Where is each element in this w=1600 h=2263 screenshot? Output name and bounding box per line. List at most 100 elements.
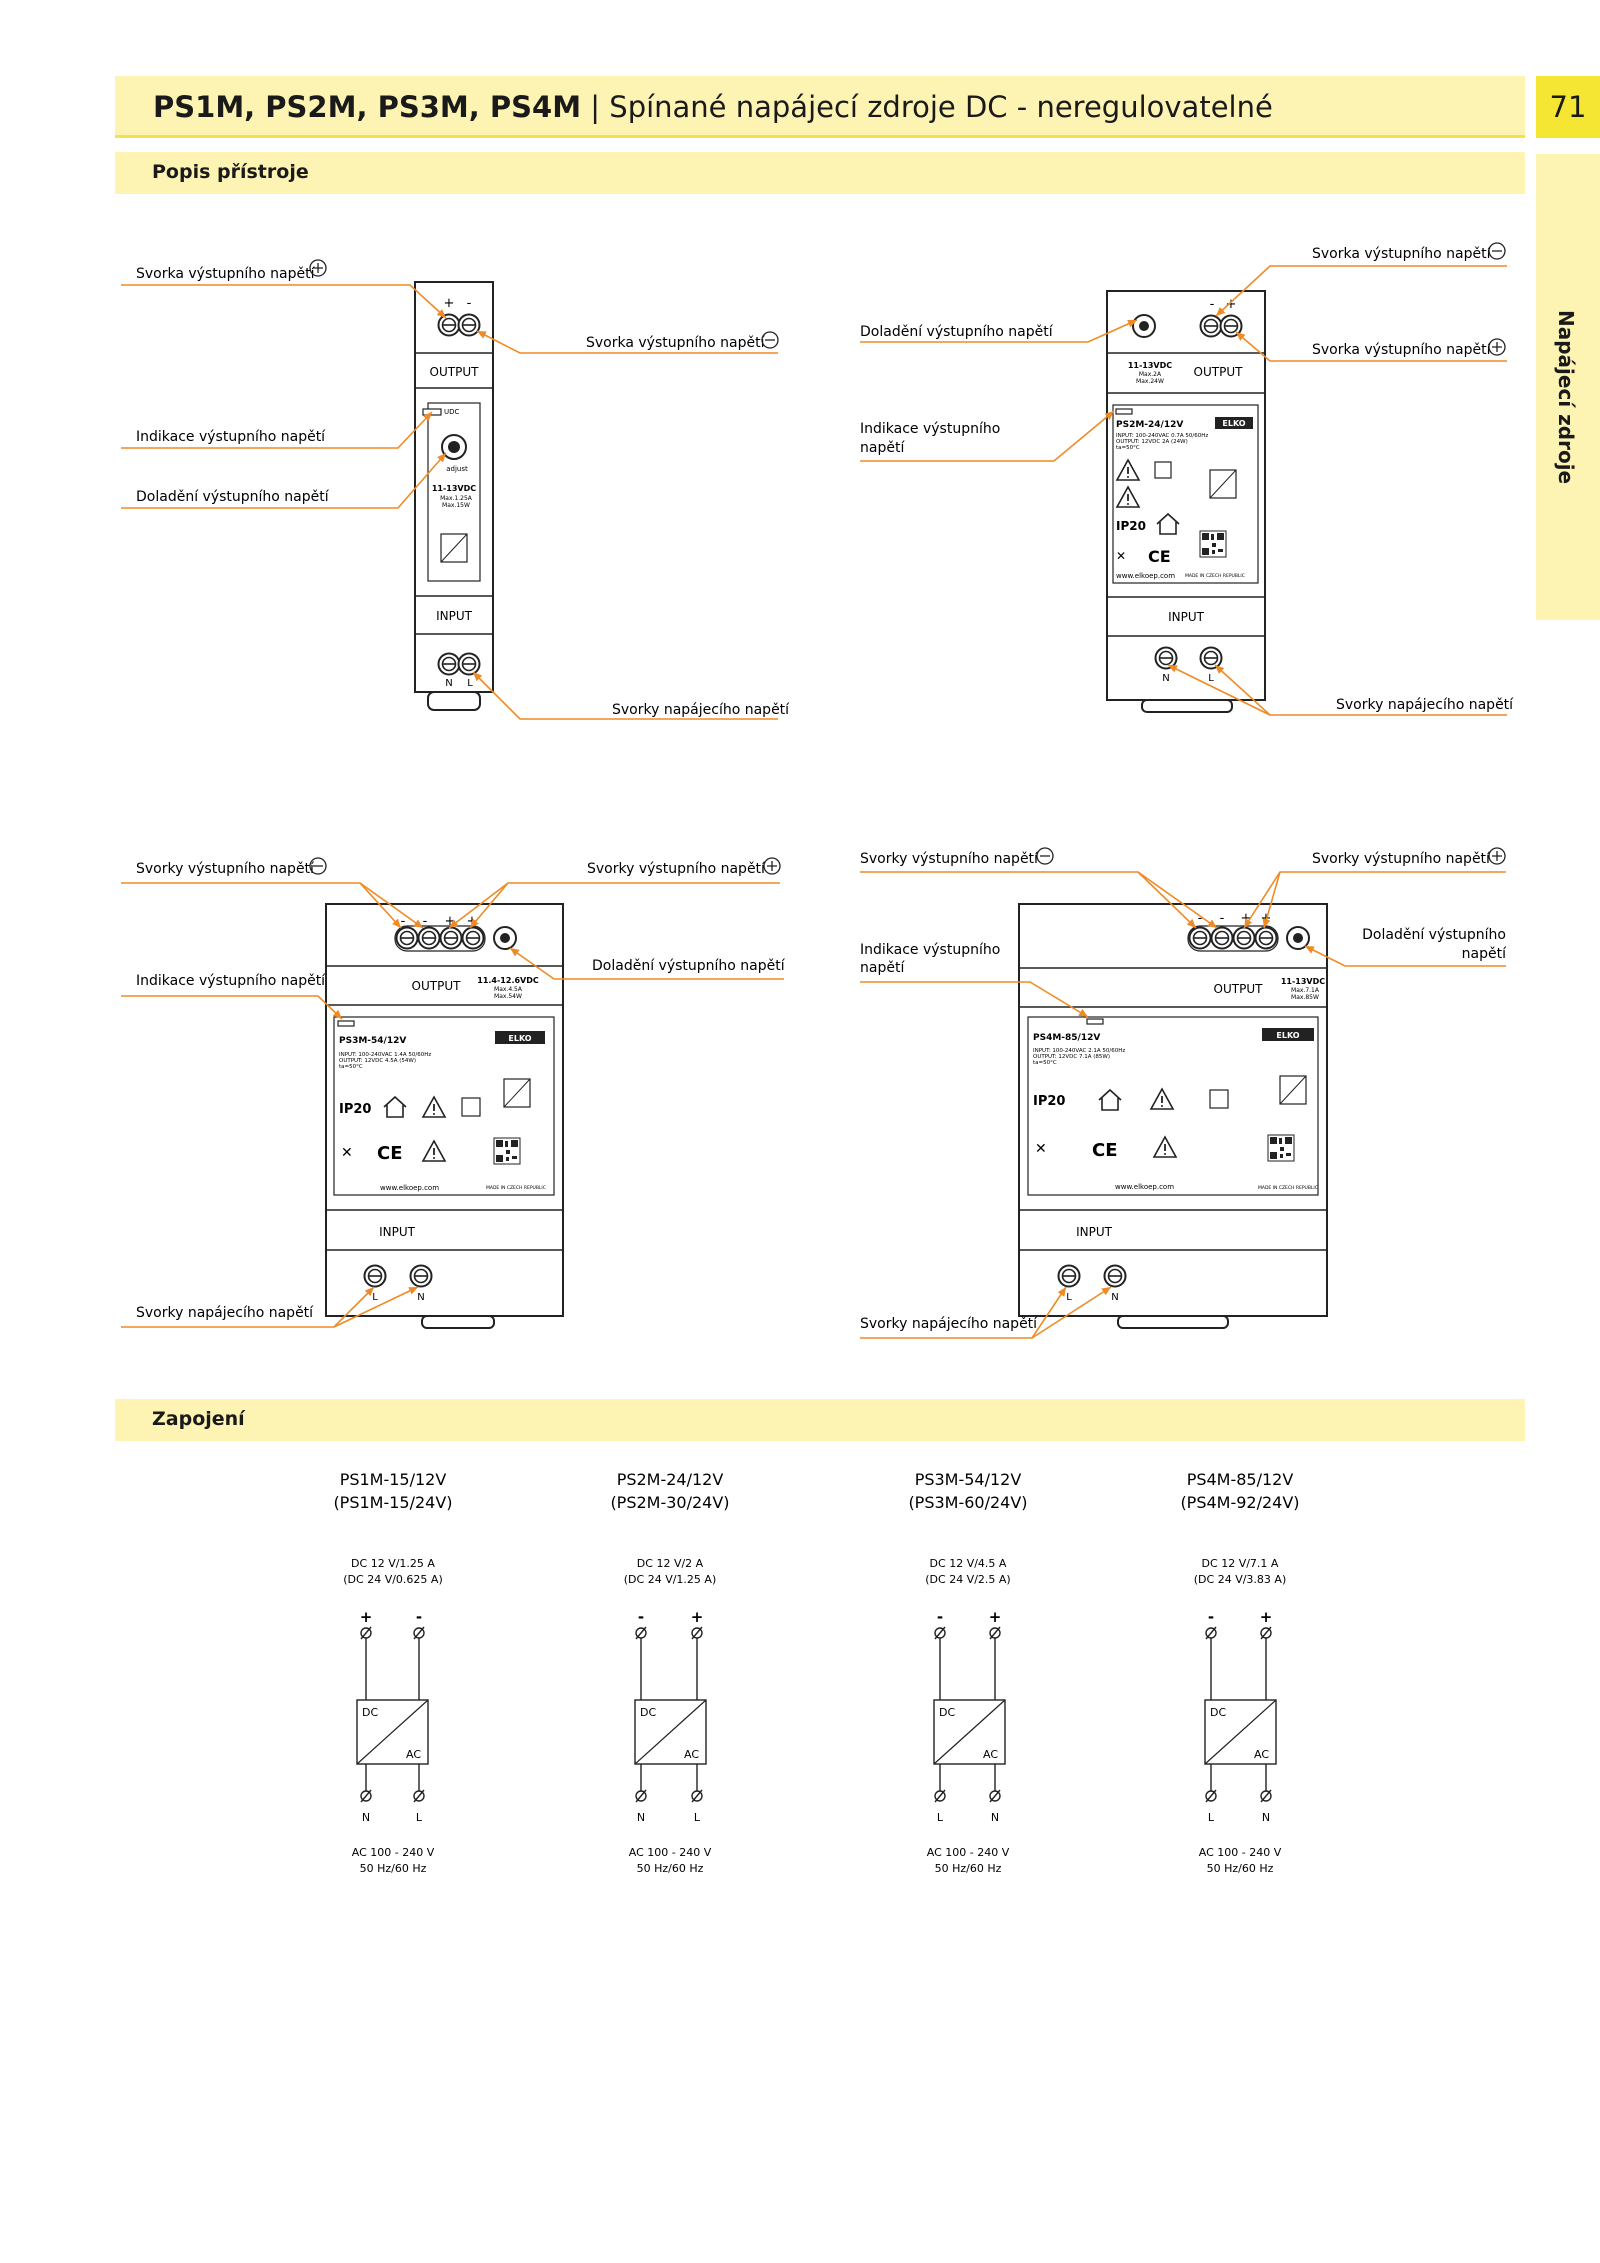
ps4m-top-terminal-label-2: - (1220, 911, 1225, 926)
ps3m-converter-symbol (503, 1078, 531, 1108)
ps3m-callout-output-minus: Svorky výstupního napětí (136, 861, 315, 877)
ps4m-callout-adjust-2: napětí (1462, 946, 1507, 962)
wiring-ps1m-bottom-2: L (416, 1811, 423, 1824)
wiring-ps4m-ac: AC 100 - 240 V (1199, 1846, 1282, 1859)
section-description-title: Popis přístroje (152, 161, 309, 183)
device-ps1m-drawing: + - OUTPUT UDC adjust 11-13VDC Max.1.25A… (414, 281, 494, 711)
ps4m-led-indicator (1086, 1018, 1104, 1025)
wiring-ps1m-model-alt: (PS1M-15/24V) (333, 1493, 452, 1512)
side-category-tab (1536, 154, 1600, 620)
wiring-ps4m-freq: 50 Hz/60 Hz (1207, 1862, 1274, 1875)
wiring-ps2m-dc-alt: (DC 24 V/1.25 A) (624, 1573, 716, 1586)
ps3m-rating-2: Max.4.5A (494, 986, 523, 993)
ps3m-weee-icon: ✕ (341, 1145, 353, 1161)
ps2m-ip-rating: IP20 (1116, 519, 1146, 533)
wiring-ps1m-ac-label: AC (406, 1748, 421, 1761)
ps4m-brand: ELKO (1276, 1031, 1299, 1040)
ps2m-input-label: INPUT (1168, 610, 1205, 624)
title-separator: | (590, 90, 601, 124)
ps3m-supply-n-terminal (409, 1264, 433, 1288)
device-ps2m-drawing: - + 11-13VDC Max.2A Max.24W OUTPUT PS2M-… (1106, 290, 1266, 713)
wiring-ps1m-top-1: + (360, 1608, 373, 1626)
section-wiring-title: Zapojení (152, 1408, 245, 1430)
ps1m-callout-output-minus: Svorka výstupního napětí (586, 335, 766, 351)
ps1m-output-plus-terminal (437, 313, 461, 337)
ps4m-spec-1: INPUT: 100-240VAC 2.1A 50/60Hz (1033, 1048, 1125, 1054)
wiring-ps3m-freq: 50 Hz/60 Hz (935, 1862, 1002, 1875)
wiring-ps4m-ac-label: AC (1254, 1748, 1269, 1761)
wiring-ps3m-bottom-2: N (991, 1811, 999, 1824)
ps3m-rating-3: Max.54W (494, 993, 522, 1000)
ps3m-output-plus-2-terminal (461, 926, 485, 950)
ps2m-spec-2: OUTPUT: 12VDC 2A (24W) (1116, 439, 1188, 445)
wiring-ps1m-top-2: - (416, 1608, 422, 1626)
ps3m-ce-mark: CE (377, 1143, 403, 1164)
section-wiring-header: Zapojení (115, 1399, 1525, 1441)
ps2m-top-terminal-label-2: + (1226, 297, 1237, 312)
section-description-header: Popis přístroje (115, 152, 1525, 194)
wiring-ps3m-bottom-1: L (937, 1811, 944, 1824)
ps2m-bottom-terminal-label-2: L (1208, 673, 1214, 684)
ps3m-spec-1: INPUT: 100-240VAC 1.4A 50/60Hz (339, 1052, 431, 1058)
ps4m-callout-supply: Svorky napájecího napětí (860, 1316, 1038, 1332)
ps3m-ip-rating: IP20 (339, 1102, 371, 1117)
page-title-bar: PS1M, PS2M, PS3M, PS4M | Spínané napájec… (115, 76, 1525, 138)
ps3m-double-insulation-icon (461, 1097, 481, 1117)
ps1m-output-label: OUTPUT (430, 365, 480, 379)
ps3m-callout-supply: Svorky napájecího napětí (136, 1305, 314, 1321)
ps4m-callout-indication-1: Indikace výstupního (860, 942, 1000, 958)
wiring-ps2m-bottom-2: L (694, 1811, 701, 1824)
wiring-ps4m-dc-label: DC (1210, 1706, 1226, 1719)
wiring-ps2m-ac-label: AC (684, 1748, 699, 1761)
wiring-ps2m-model: PS2M-24/12V (617, 1470, 724, 1489)
ps3m-callout-indication: Indikace výstupního napětí (136, 973, 326, 989)
ps2m-ce-mark: CE (1148, 547, 1171, 566)
ps4m-rating-2: Max.7.1A (1291, 987, 1320, 994)
ps2m-callout-indication-1: Indikace výstupního (860, 421, 1000, 437)
ps2m-callout-supply: Svorky napájecího napětí (1336, 697, 1514, 713)
ps2m-rating-1: 11-13VDC (1128, 361, 1172, 370)
ps1m-input-label: INPUT (436, 609, 473, 623)
ps3m-callout-lines (121, 882, 784, 1328)
ps1m-bottom-terminal-label-1: N (445, 678, 452, 689)
wiring-ps3m-model-alt: (PS3M-60/24V) (908, 1493, 1027, 1512)
ps2m-model: PS2M-24/12V (1116, 420, 1183, 430)
ps3m-led-indicator (337, 1020, 355, 1027)
wiring-ps2m-ac: AC 100 - 240 V (629, 1846, 712, 1859)
wiring-ps1m-dc-label: DC (362, 1706, 378, 1719)
ps4m-ip-rating: IP20 (1033, 1094, 1065, 1109)
wiring-ps4m-top-1: - (1208, 1608, 1214, 1626)
ps4m-callout-lines (860, 871, 1506, 1339)
page-title: PS1M, PS2M, PS3M, PS4M | Spínané napájec… (153, 90, 1273, 124)
page-number: 71 (1536, 76, 1600, 138)
ps4m-model: PS4M-85/12V (1033, 1033, 1100, 1043)
ps4m-spec-3: ta=50°C (1033, 1060, 1057, 1066)
ps2m-callout-indication-2: napětí (860, 440, 905, 456)
ps1m-output-minus-terminal (457, 313, 481, 337)
ps4m-output-minus-2-terminal (1210, 926, 1234, 950)
wiring-ps1m-dc: DC 12 V/1.25 A (351, 1557, 435, 1570)
ps4m-weee-icon: ✕ (1035, 1141, 1047, 1157)
ps4m-top-terminal-label-1: - (1198, 911, 1203, 926)
ps3m-input-label: INPUT (379, 1225, 416, 1239)
wiring-ps4m-model: PS4M-85/12V (1187, 1470, 1294, 1489)
ps4m-callout-adjust-1: Doladění výstupního (1362, 927, 1506, 943)
wiring-ps4m-dc-alt: (DC 24 V/3.83 A) (1194, 1573, 1286, 1586)
ps4m-bottom-terminal-label-1: L (1066, 1292, 1072, 1303)
wiring-ps4m: PS4M-85/12V (PS4M-92/24V) DC 12 V/7.1 A … (1180, 1470, 1299, 1875)
ps3m-spec-2: OUTPUT: 12VDC 4.5A (54W) (339, 1058, 416, 1064)
side-category-label: Napájecí zdroje (1554, 310, 1578, 485)
title-models: PS1M, PS2M, PS3M, PS4M (153, 90, 582, 124)
ps1m-top-terminal-label-1: + (444, 296, 455, 311)
ps1m-converter-symbol (440, 533, 468, 563)
ps2m-top-terminal-label-1: - (1210, 297, 1215, 312)
ps1m-callout-indication: Indikace výstupního napětí (136, 429, 326, 445)
ps4m-bottom-terminal-label-2: N (1111, 1292, 1118, 1303)
ps1m-supply-l-terminal (457, 652, 481, 676)
wiring-ps3m-dc: DC 12 V/4.5 A (930, 1557, 1007, 1570)
ps4m-callout-output-plus: Svorky výstupního napětí (1312, 851, 1491, 867)
wiring-ps1m-bottom-1: N (362, 1811, 370, 1824)
ps3m-bottom-terminal-label-1: L (372, 1292, 378, 1303)
ps4m-rating-3: Max.85W (1291, 994, 1319, 1001)
ps2m-callout-lines (860, 265, 1507, 716)
